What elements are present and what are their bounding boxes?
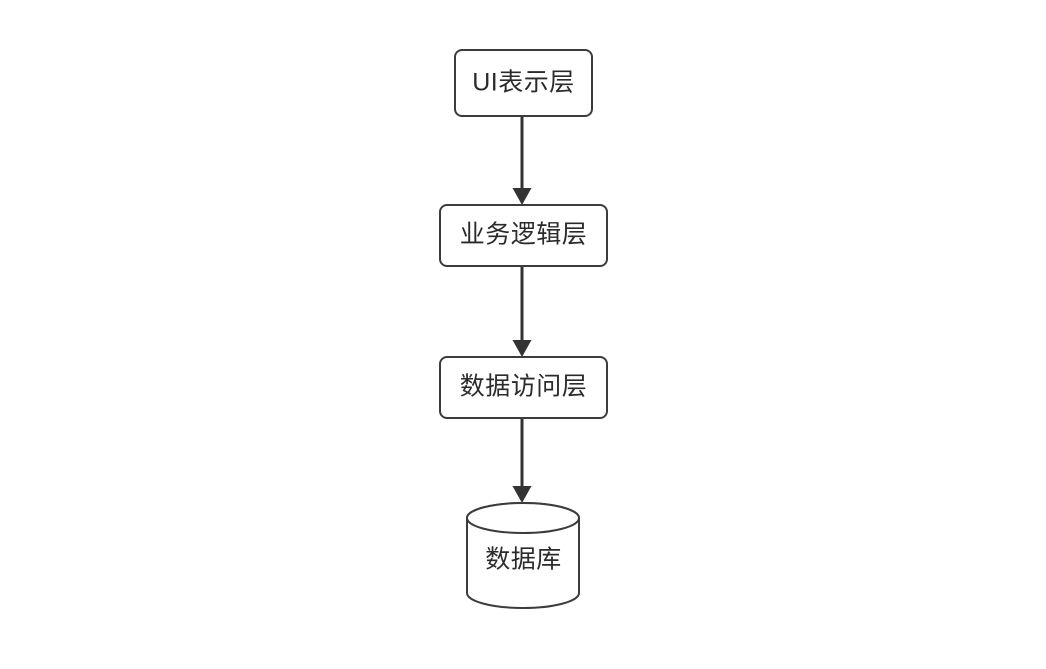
arrowhead-icon bbox=[512, 188, 532, 205]
node-data-access-layer-label: 数据访问层 bbox=[460, 373, 588, 401]
node-ui-presentation-layer[interactable]: UI表示层 bbox=[454, 49, 593, 117]
node-business-logic-layer[interactable]: 业务逻辑层 bbox=[439, 204, 608, 267]
edge-data-access-to-database bbox=[512, 418, 532, 503]
node-data-access-layer[interactable]: 数据访问层 bbox=[439, 356, 608, 419]
node-business-logic-layer-shape[interactable] bbox=[439, 204, 608, 267]
arrowhead-icon bbox=[512, 486, 532, 503]
node-business-logic-layer-label: 业务逻辑层 bbox=[460, 221, 588, 249]
node-data-access-layer-shape[interactable] bbox=[439, 356, 608, 419]
edge-ui-to-business bbox=[512, 116, 532, 205]
node-database-top-ellipse bbox=[466, 502, 580, 534]
node-database[interactable]: 数据库 bbox=[466, 502, 580, 609]
node-ui-presentation-layer-label: UI表示层 bbox=[472, 69, 575, 97]
node-ui-presentation-layer-shape[interactable] bbox=[454, 49, 593, 117]
edge-business-to-data-access bbox=[512, 266, 532, 357]
arrowhead-icon bbox=[512, 340, 532, 357]
node-database-label: 数据库 bbox=[485, 546, 562, 574]
